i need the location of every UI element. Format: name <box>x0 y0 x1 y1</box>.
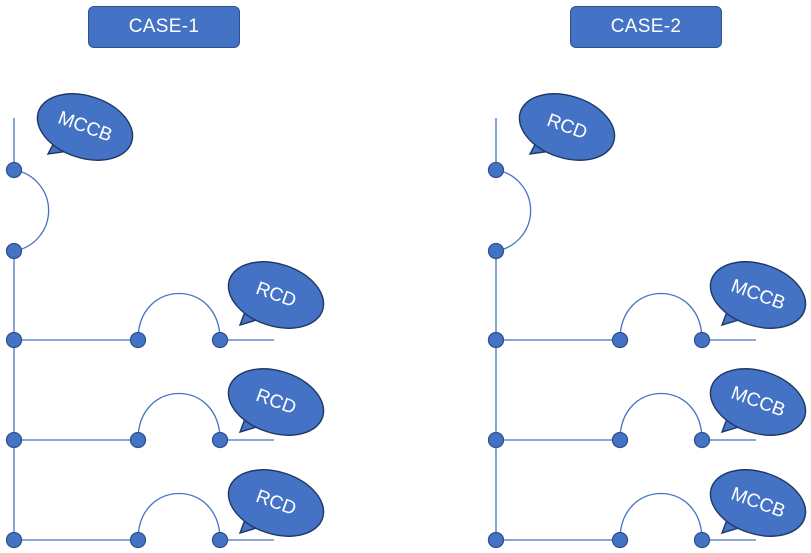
main-device-callout: RCD <box>518 93 616 161</box>
branch-breaker-input-node <box>129 431 147 449</box>
case-1-label: CASE-1 <box>88 6 240 48</box>
main-device-callout: MCCB <box>36 93 134 161</box>
callout-fill <box>520 95 614 159</box>
main-breaker-top-node <box>487 161 505 179</box>
bus-junction-node <box>487 331 505 349</box>
branch-breaker-input-node <box>611 431 629 449</box>
branch-breaker-output-node <box>211 431 229 449</box>
callout-fill <box>229 370 323 434</box>
branch-breaker-arc <box>137 493 221 541</box>
bus-junction-node <box>487 431 505 449</box>
bus-junction-node <box>5 431 23 449</box>
case-2-label: CASE-2 <box>570 6 722 48</box>
branch-device-callout: MCCB <box>709 368 807 436</box>
branch-device-callout: MCCB <box>709 469 807 537</box>
branch-breaker-input-node <box>611 331 629 349</box>
branch-breaker-output-node <box>211 331 229 349</box>
branch-breaker-input-node <box>129 331 147 349</box>
bus-junction-node <box>487 531 505 549</box>
callout-fill <box>229 263 323 327</box>
branch-breaker-output-node <box>211 531 229 549</box>
callout-fill <box>229 471 323 535</box>
branch-breaker-arc <box>619 293 703 341</box>
branch-device-callout: RCD <box>227 261 325 329</box>
callout-fill <box>711 471 805 535</box>
branch-breaker-output-node <box>693 531 711 549</box>
branch-breaker-input-node <box>129 531 147 549</box>
branch-breaker-arc <box>619 393 703 441</box>
callout-fill <box>38 95 132 159</box>
branch-breaker-output-node <box>693 331 711 349</box>
branch-device-callout: RCD <box>227 368 325 436</box>
bus-junction-node <box>5 531 23 549</box>
main-breaker-bottom-node <box>5 242 23 260</box>
main-breaker-top-node <box>5 161 23 179</box>
branch-breaker-arc <box>137 393 221 441</box>
callout-fill <box>711 263 805 327</box>
bus-junction-node <box>5 331 23 349</box>
branch-device-callout: RCD <box>227 469 325 537</box>
branch-breaker-arc <box>137 293 221 341</box>
branch-device-callout: MCCB <box>709 261 807 329</box>
main-breaker-arc <box>495 169 532 252</box>
branch-breaker-output-node <box>693 431 711 449</box>
branch-breaker-arc <box>619 493 703 541</box>
main-breaker-bottom-node <box>487 242 505 260</box>
callout-fill <box>711 370 805 434</box>
branch-breaker-input-node <box>611 531 629 549</box>
main-breaker-arc <box>13 169 50 252</box>
